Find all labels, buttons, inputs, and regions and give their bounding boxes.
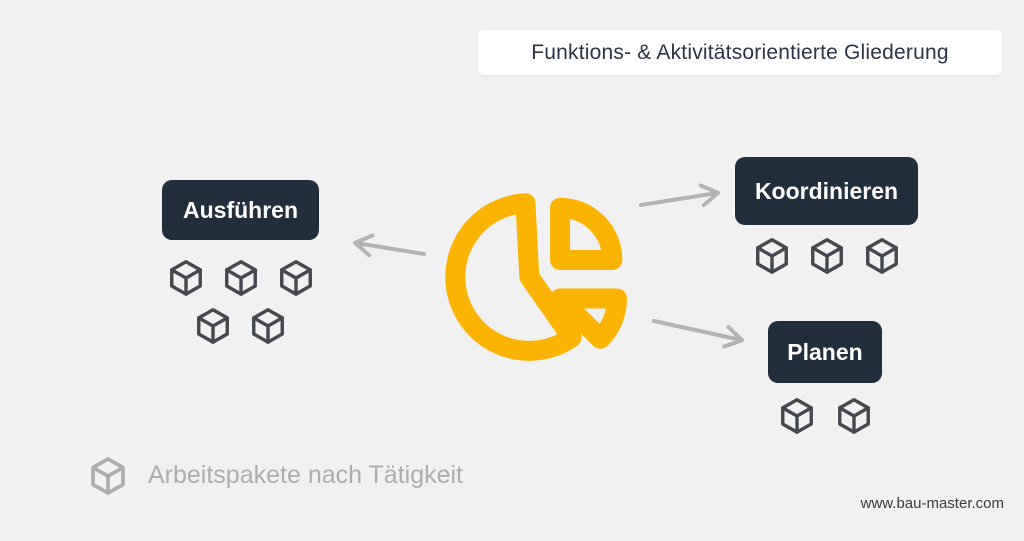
arrow-to-koordinieren xyxy=(639,183,720,208)
arrow-to-planen xyxy=(652,319,744,349)
pie-segment-quarter xyxy=(550,197,623,270)
node-label-text: Planen xyxy=(787,338,863,365)
pie-segment-small xyxy=(550,288,628,349)
legend-text: Arbeitspakete nach Tätigkeit xyxy=(148,460,464,489)
node-koordinieren: Koordinieren xyxy=(735,157,918,274)
cube-icon xyxy=(810,238,843,274)
cubes-ausfuehren xyxy=(165,258,317,344)
cubes-planen xyxy=(778,396,873,434)
node-planen: Planen xyxy=(768,321,882,434)
node-label-koordinieren: Koordinieren xyxy=(735,157,918,225)
cubes-koordinieren xyxy=(753,236,901,274)
cube-icon xyxy=(91,457,125,495)
arrow-to-ausfuehren xyxy=(353,233,426,258)
pie-chart-icon xyxy=(437,172,637,368)
cube-icon xyxy=(780,398,813,434)
node-label-planen: Planen xyxy=(768,321,882,383)
cube-icon xyxy=(224,260,257,296)
cube-icon xyxy=(837,398,870,434)
title-banner: Funktions- & Aktivitätsorientierte Glied… xyxy=(478,30,1002,75)
title-text: Funktions- & Aktivitätsorientierte Glied… xyxy=(531,40,949,64)
cube-icon xyxy=(197,308,229,344)
node-label-ausfuehren: Ausführen xyxy=(162,180,319,240)
legend: Arbeitspakete nach Tätigkeit xyxy=(88,455,463,495)
cube-icon xyxy=(755,238,788,274)
node-ausfuehren: Ausführen xyxy=(162,180,319,344)
cube-icon xyxy=(169,260,202,296)
cube-icon xyxy=(88,455,128,495)
node-label-text: Koordinieren xyxy=(754,177,899,204)
node-label-text: Ausführen xyxy=(183,196,298,223)
website-credit: www.bau-master.com xyxy=(860,495,1004,512)
cube-icon xyxy=(865,238,898,274)
cube-icon xyxy=(279,260,312,296)
pie-segment-large xyxy=(445,193,582,361)
cube-icon xyxy=(252,308,284,344)
